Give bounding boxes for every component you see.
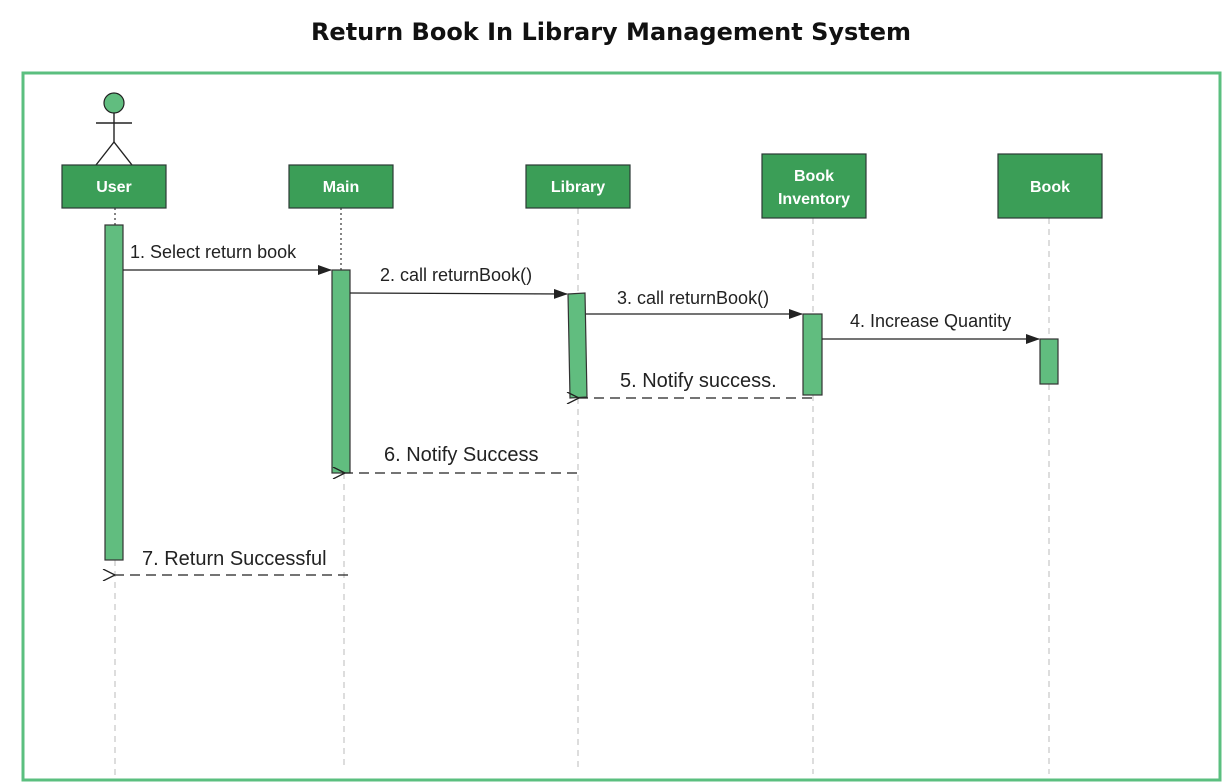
activation-book <box>1039 338 1059 385</box>
participant-book-label: Book <box>1030 179 1070 196</box>
participant-book-inventory-label-line1: Book <box>794 168 834 185</box>
message-1-label: 1. Select return book <box>130 242 297 262</box>
participant-main-label: Main <box>323 179 359 196</box>
participant-book-inventory-label-line2: Inventory <box>778 191 850 208</box>
activation-main <box>331 269 351 474</box>
message-2-arrow <box>349 288 568 299</box>
participant-library-label: Library <box>551 179 605 196</box>
participant-book-inventory: Book Inventory <box>761 153 867 219</box>
message-7-label: 7. Return Successful <box>142 548 327 570</box>
participant-user: User <box>61 164 167 209</box>
message-6-label: 6. Notify Success <box>384 444 539 466</box>
activation-user <box>104 224 124 561</box>
participant-library: Library <box>525 164 631 209</box>
message-4-label: 4. Increase Quantity <box>850 311 1011 331</box>
lifelines <box>114 208 1050 778</box>
participant-user-label: User <box>96 179 132 196</box>
diagram-title: Return Book In Library Management System <box>310 18 912 46</box>
message-2-label: 2. call returnBook() <box>380 265 532 285</box>
activation-book-inventory <box>802 313 823 396</box>
message-5-label: 5. Notify success. <box>620 370 777 392</box>
diagram-frame <box>21 71 1222 782</box>
activation-library <box>567 292 588 399</box>
participant-main: Main <box>288 164 394 209</box>
user-actor-icon <box>95 92 133 166</box>
participant-book: Book <box>997 153 1103 219</box>
message-3-label: 3. call returnBook() <box>617 288 769 308</box>
